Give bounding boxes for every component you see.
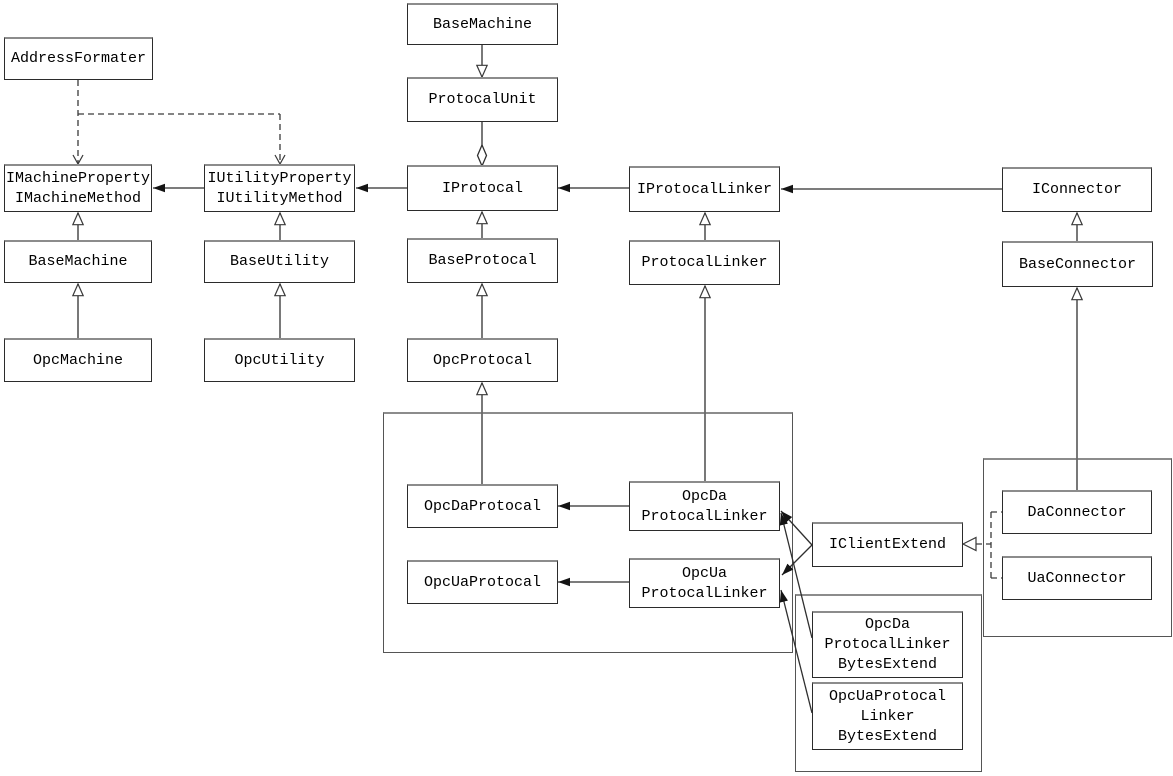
class-box-opc-utility: OpcUtility: [204, 338, 355, 382]
class-box-base-connector: BaseConnector: [1002, 241, 1153, 287]
class-box-da-connector: DaConnector: [1002, 490, 1152, 534]
class-box-opc-ua-protocal: OpcUaProtocal: [407, 560, 558, 604]
class-box-protocal-linker: ProtocalLinker: [629, 240, 780, 285]
dependency-edges: [78, 80, 280, 164]
class-box-opc-protocal: OpcProtocal: [407, 338, 558, 382]
association-edges: [153, 183, 1002, 714]
container-opc-protocal-group: [383, 412, 793, 653]
class-box-iutility-property-method: IUtilityProperty IUtilityMethod: [204, 164, 355, 212]
container-bytes-extend-group: [795, 594, 982, 772]
class-box-iconnector: IConnector: [1002, 167, 1152, 212]
class-box-opc-da-protocal: OpcDaProtocal: [407, 484, 558, 528]
class-box-base-machine-top: BaseMachine: [407, 3, 558, 45]
class-box-opc-da-protocal-linker: OpcDa ProtocalLinker: [629, 481, 780, 531]
class-box-protocal-unit: ProtocalUnit: [407, 77, 558, 122]
class-box-opc-machine: OpcMachine: [4, 338, 152, 382]
realization-edges: [961, 511, 1002, 579]
class-box-opc-ua-protocal-linker-bytes-extend: OpcUaProtocal Linker BytesExtend: [812, 682, 963, 750]
generalization-edges: [78, 45, 1077, 490]
class-box-base-utility: BaseUtility: [204, 240, 355, 283]
class-box-address-formater: AddressFormater: [4, 37, 153, 80]
class-box-opc-da-protocal-linker-bytes-extend: OpcDa ProtocalLinker BytesExtend: [812, 611, 963, 678]
class-box-iprotocal: IProtocal: [407, 165, 558, 211]
class-box-base-machine: BaseMachine: [4, 240, 152, 283]
aggregation-edge: [476, 122, 488, 168]
class-box-base-protocal: BaseProtocal: [407, 238, 558, 283]
class-box-ua-connector: UaConnector: [1002, 556, 1152, 600]
class-box-imachine-property-method: IMachineProperty IMachineMethod: [4, 164, 152, 212]
class-box-opc-ua-protocal-linker: OpcUa ProtocalLinker: [629, 558, 780, 608]
class-box-iclient-extend: IClientExtend: [812, 522, 963, 567]
class-box-iprotocal-linker: IProtocalLinker: [629, 166, 780, 212]
